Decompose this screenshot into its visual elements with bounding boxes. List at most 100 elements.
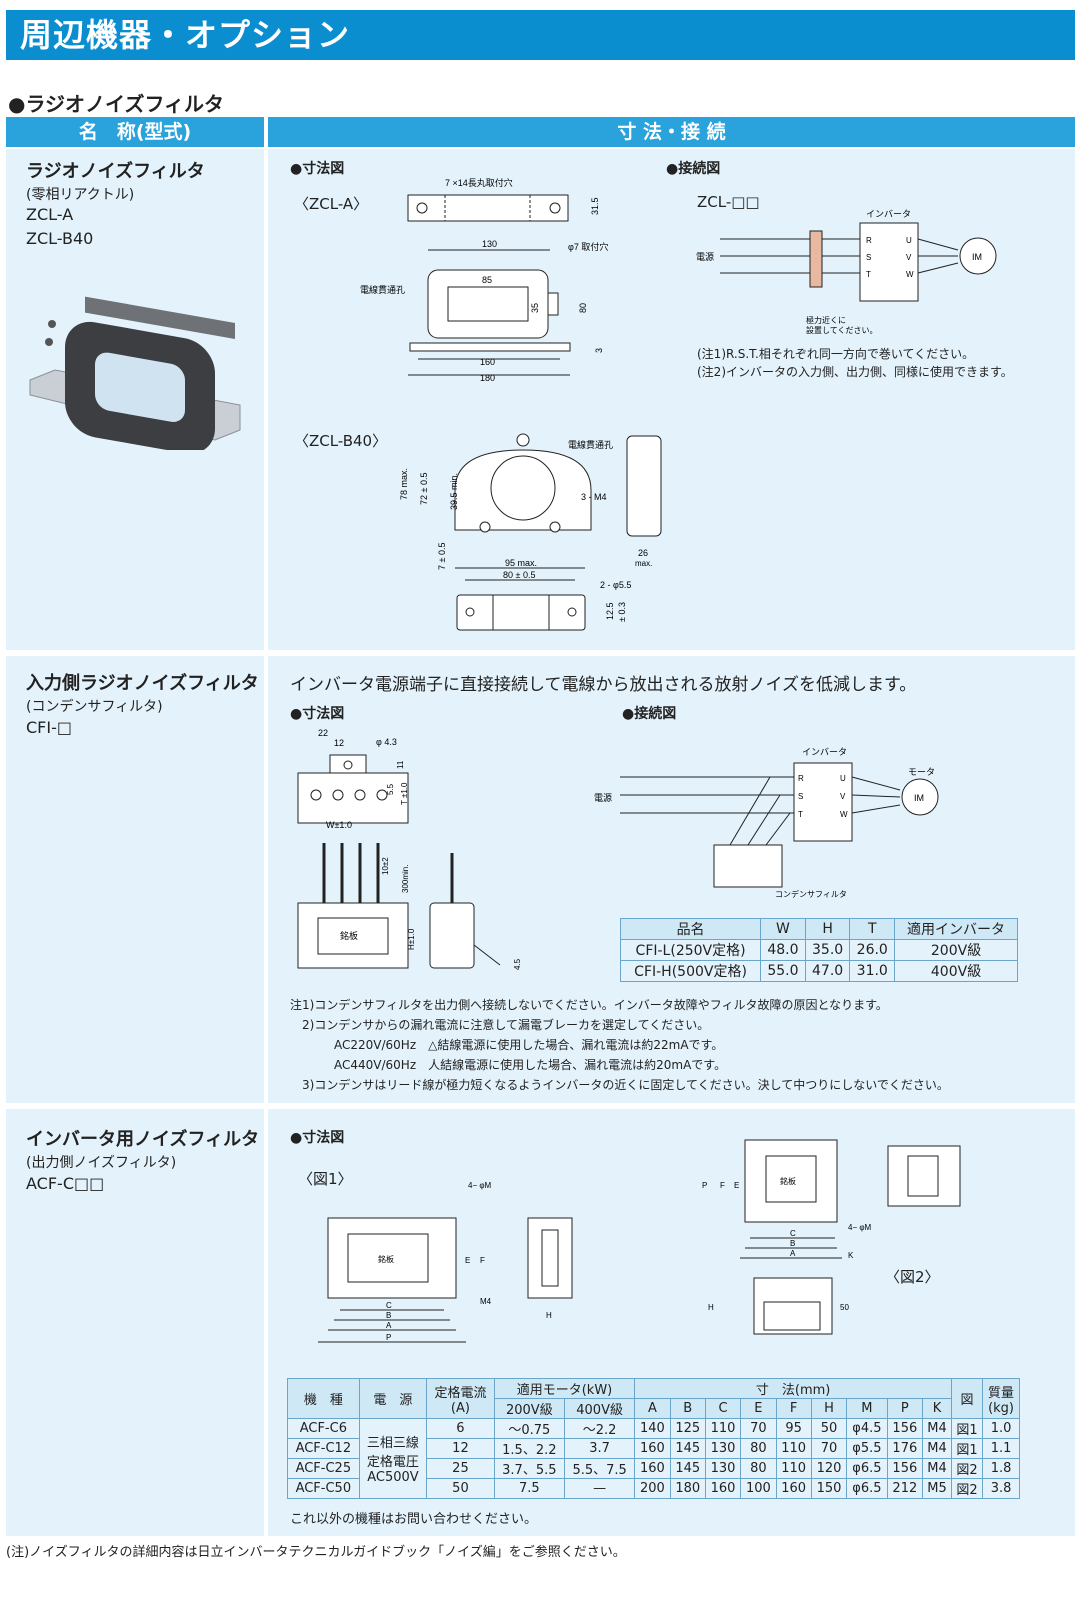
row2-description: インバータ電源端子に直接接続して電線から放出される放射ノイズを低減します。 xyxy=(290,675,917,695)
svg-text:S: S xyxy=(866,253,871,262)
row2-conn-label: ●接続図 xyxy=(622,706,677,722)
svg-text:50: 50 xyxy=(840,1303,849,1312)
row2-note-5: 3)コンデンサはリード線が極力短くなるようインバータの近くに固定してください。決… xyxy=(302,1078,949,1092)
row1-dims-cell xyxy=(268,149,1075,650)
row1-dim-label: ●寸法図 xyxy=(290,161,345,177)
svg-text:A: A xyxy=(386,1321,392,1330)
b-max: max. xyxy=(635,559,652,568)
svg-text:A: A xyxy=(790,1249,796,1258)
svg-text:T ±1.0: T ±1.0 xyxy=(400,782,409,805)
passthrough-label: 電線貫通孔 xyxy=(360,284,405,295)
row1-name: ラジオノイズフィルタ xyxy=(26,161,205,182)
row2-note-1: 注1)コンデンサフィルタを出力側へ接続しないでください。インバータ故障やフィルタ… xyxy=(290,998,888,1012)
svg-text:V: V xyxy=(840,792,846,801)
svg-text:銘板: 銘板 xyxy=(780,1176,796,1186)
row2-name-cell xyxy=(6,656,264,1103)
dim-3: 3 xyxy=(594,348,604,353)
cfi-drawing: 22 12 φ 4.3 11 5.5 T ±1.0 W±1.0 10±2 300… xyxy=(297,728,522,970)
svg-text:E: E xyxy=(465,1256,470,1265)
svg-text:T: T xyxy=(866,270,871,279)
zcl-connection-diagram: インバータ R S T U V W 電源 IM 極力近くに 設置してください。 xyxy=(696,209,997,335)
zcl-a-photo xyxy=(29,296,241,450)
svg-text:10±2: 10±2 xyxy=(381,857,390,875)
zcl-b40-drawing: 78 max. 72 ± 0.5 39.5 min. 7 ± 0.5 電線貫通孔… xyxy=(399,433,662,631)
row2-model: CFI-□ xyxy=(26,718,72,737)
row1-model-b: ZCL-B40 xyxy=(26,229,94,248)
b-72: 72 ± 0.5 xyxy=(419,473,429,505)
conn-model: ZCL-□□ xyxy=(697,193,760,211)
row2-dim-label: ●寸法図 xyxy=(290,706,345,722)
cfi-connection-diagram: インバータ モータ R S T U V W 電源 IM コンデンサフィルタ xyxy=(594,747,939,899)
row3-model: ACF-C□□ xyxy=(26,1174,105,1193)
bottom-note: (注)ノイズフィルタの詳細内容は日立インバータテクニカルガイドブック「ノイズ編」… xyxy=(6,1545,626,1560)
acf-spec-table: 機 種 電 源 定格電流(A) 適用モータ(kW) 寸 法(mm) 図 質量(k… xyxy=(287,1378,1020,1499)
row3-footnote: これ以外の機種はお問い合わせください。 xyxy=(290,1512,538,1527)
svg-text:H±1.0: H±1.0 xyxy=(407,928,416,950)
svg-text:U: U xyxy=(906,236,912,245)
svg-text:W±1.0: W±1.0 xyxy=(326,820,352,830)
svg-text:R: R xyxy=(866,236,872,245)
dim-160: 160 xyxy=(480,357,495,367)
row1-conn-label: ●接続図 xyxy=(666,161,721,177)
cfi-col-name: 品名 xyxy=(619,918,762,940)
svg-text:H: H xyxy=(546,1311,552,1320)
row1-note-2: (注2)インバータの入力側、出力側、同様に使用できます。 xyxy=(697,365,1013,379)
svg-text:S: S xyxy=(798,792,803,801)
dim-hole: φ7 取付穴 xyxy=(568,241,608,252)
row2-note-4: AC440V/60Hz 人結線電源に使用した場合、漏れ電流は約20mAです。 xyxy=(334,1058,727,1072)
svg-text:11: 11 xyxy=(396,760,405,769)
b-m4: 3 - M4 xyxy=(581,492,607,502)
svg-text:電源: 電源 xyxy=(594,793,612,803)
b-12: 12.5 xyxy=(605,602,615,620)
row3-sub: (出力側ノイズフィルタ) xyxy=(26,1155,177,1171)
svg-text:銘板: 銘板 xyxy=(378,1254,394,1264)
svg-text:T: T xyxy=(798,810,803,819)
row2-dims-cell xyxy=(268,656,1075,1103)
dim-slot: 7 ×14長丸取付穴 xyxy=(445,177,513,188)
svg-text:モータ: モータ xyxy=(908,767,935,777)
row3-name-cell xyxy=(6,1109,264,1536)
row2-note-2: 2)コンデンサからの漏れ電流に注意して漏電ブレーカを選定してください。 xyxy=(302,1018,710,1032)
fig1-label: 〈図1〉 xyxy=(298,1170,353,1188)
b-passthrough: 電線貫通孔 xyxy=(568,439,613,450)
conn-near: 極力近くに xyxy=(806,315,846,325)
svg-text:インバータ: インバータ xyxy=(802,747,847,757)
svg-text:W: W xyxy=(840,810,848,819)
svg-text:K: K xyxy=(848,1251,854,1260)
b-39: 39.5 min. xyxy=(449,473,459,510)
b-80: 80 ± 0.5 xyxy=(503,570,535,580)
dim-31-5: 31.5 xyxy=(590,197,600,215)
zcl-a-drawing: 7 ×14長丸取付穴 φ7 取付穴 31.5 130 85 35 電線貫通孔 8… xyxy=(360,177,608,383)
conn-power: 電源 xyxy=(696,252,714,262)
svg-text:4− φM: 4− φM xyxy=(848,1223,872,1232)
svg-text:4− φM: 4− φM xyxy=(468,1181,492,1190)
b-95: 95 max. xyxy=(505,558,537,568)
svg-text:V: V xyxy=(906,253,912,262)
svg-text:U: U xyxy=(840,774,846,783)
zcl-b40-label: 〈ZCL-B40〉 xyxy=(294,432,388,450)
conn-inverter: インバータ xyxy=(866,209,911,219)
row2-note-3: AC220V/60Hz △結線電源に使用した場合、漏れ電流は約22mAです。 xyxy=(334,1038,724,1052)
svg-text:H: H xyxy=(708,1303,714,1312)
svg-text:12: 12 xyxy=(334,738,344,748)
svg-text:IM: IM xyxy=(914,793,924,803)
svg-text:φ 4.3: φ 4.3 xyxy=(376,737,397,747)
svg-text:コンデンサフィルタ: コンデンサフィルタ xyxy=(775,889,847,899)
cfi-col-w: W xyxy=(760,918,806,940)
row2-sub: (コンデンサフィルタ) xyxy=(26,699,163,715)
b-7: 7 ± 0.5 xyxy=(437,543,447,570)
svg-text:W: W xyxy=(906,270,914,279)
dim-80: 80 xyxy=(578,303,588,313)
b-26: 26 xyxy=(638,548,648,558)
svg-text:5.5: 5.5 xyxy=(386,783,395,795)
zcl-a-label: 〈ZCL-A〉 xyxy=(294,195,369,213)
row1-model-a: ZCL-A xyxy=(26,205,74,224)
dim-180: 180 xyxy=(480,373,495,383)
svg-text:300min.: 300min. xyxy=(401,865,410,893)
header-name: 名 称(型式) xyxy=(6,117,264,147)
